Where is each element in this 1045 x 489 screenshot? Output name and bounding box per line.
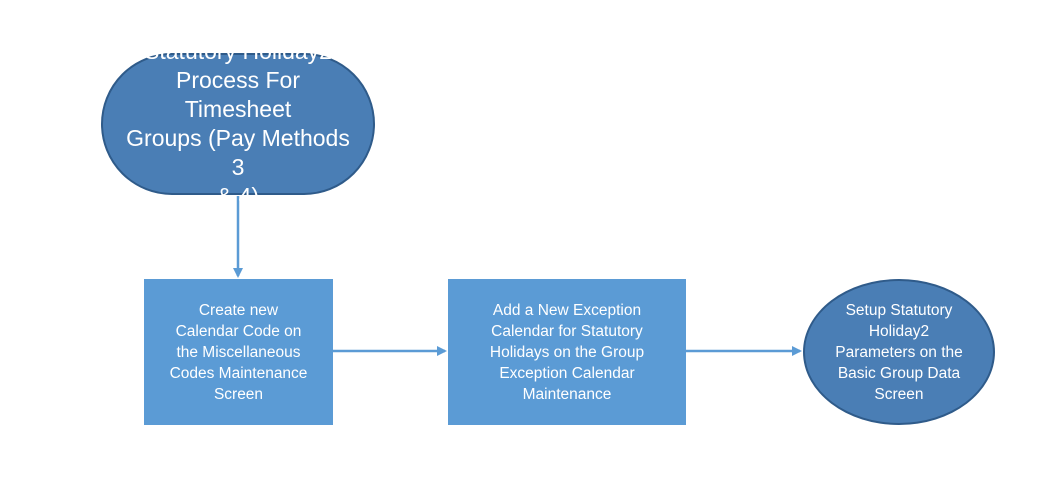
step2-line: Exception Calendar (499, 364, 635, 382)
step1-line: Screen (213, 385, 264, 403)
end-terminator-setup-parameters: Setup Statutory Holiday2 Parameters on t… (803, 279, 995, 425)
start-terminator-text: Statutory Holiday2 Process For Timesheet… (121, 37, 355, 211)
step1-line: the Miscellaneous (176, 343, 301, 361)
step1-text: Create new Calendar Code on the Miscella… (170, 300, 308, 405)
step3-line: Holiday2 (868, 322, 930, 340)
start-terminator: Statutory Holiday2 Process For Timesheet… (101, 38, 375, 209)
process-step-create-calendar-code: Create new Calendar Code on the Miscella… (144, 279, 333, 425)
step2-line: Holidays on the Group (489, 343, 645, 361)
step2-line: Add a New Exception (492, 301, 642, 319)
step2-text: Add a New Exception Calendar for Statuto… (490, 300, 644, 405)
start-line: & 4) (216, 183, 260, 209)
process-step-add-exception-calendar: Add a New Exception Calendar for Statuto… (448, 279, 686, 425)
start-line: Process For Timesheet (176, 67, 300, 122)
step3-line: Screen (874, 385, 924, 403)
step2-line: Calendar for Statutory (491, 322, 643, 340)
step3-text: Setup Statutory Holiday2 Parameters on t… (835, 300, 963, 405)
step1-line: Calendar Code on (175, 322, 302, 340)
step2-line: Maintenance (522, 385, 612, 403)
step3-line: Parameters on the (835, 343, 963, 361)
start-line: Groups (Pay Methods 3 (126, 125, 350, 180)
step1-line: Codes Maintenance (169, 364, 308, 382)
step1-line: Create new (198, 301, 279, 319)
step3-line: Setup Statutory (845, 301, 953, 319)
step3-line: Basic Group Data (837, 364, 961, 382)
start-line: Statutory Holiday2 (144, 38, 332, 64)
